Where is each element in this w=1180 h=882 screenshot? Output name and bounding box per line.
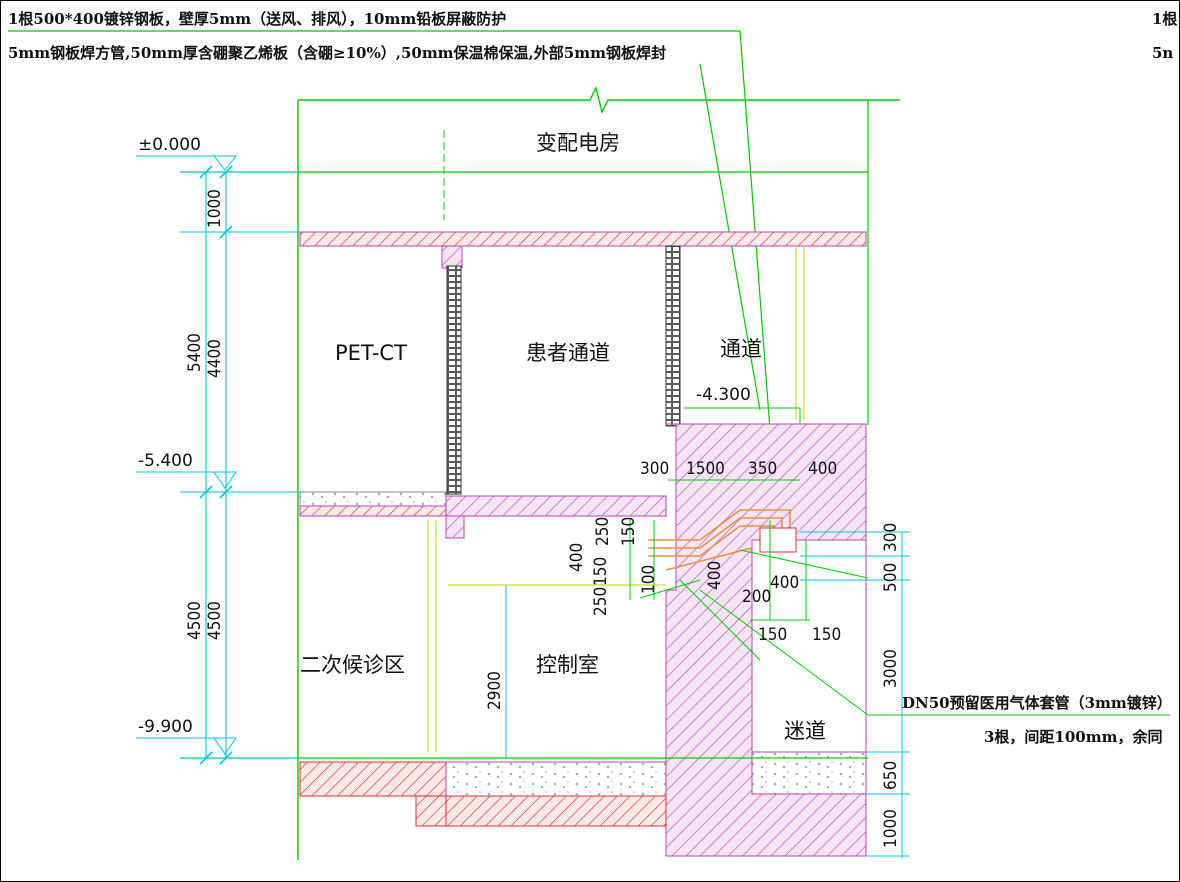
room-corridor: 通道 xyxy=(720,337,762,361)
upper-slab xyxy=(299,231,867,247)
note-dn50-line2: 3根，间距100mm，余同 xyxy=(984,728,1163,746)
level-minus-9-9: -9.900 xyxy=(138,717,193,737)
note-duct-line1: 1根500*400镀锌钢板，壁厚5mm（送风、排风），10mm铅板屏蔽防护 xyxy=(8,10,506,28)
dim-center-150c: 150 xyxy=(758,625,787,645)
bottom-slab-step xyxy=(415,795,447,827)
dim-top-1500: 1500 xyxy=(686,459,725,479)
level-markers xyxy=(136,155,238,755)
dim-right-650: 650 xyxy=(881,761,901,790)
right-dim-lines xyxy=(800,531,910,858)
maze-floor-gravel xyxy=(751,751,867,795)
bottom-slab-gravel xyxy=(445,761,667,797)
room-patient-corridor: 患者通道 xyxy=(526,341,610,365)
mid-slab-gravel xyxy=(299,491,447,507)
duct-opening xyxy=(759,527,797,553)
note-right-cut2: 5n xyxy=(1152,44,1173,62)
break-line xyxy=(298,85,900,115)
left-dim-lines xyxy=(180,171,300,759)
note-leader-diag1 xyxy=(739,30,771,431)
dim-center-400d: 400 xyxy=(705,561,725,590)
dim-right-1000: 1000 xyxy=(881,809,901,848)
room-maze: 迷道 xyxy=(784,719,826,743)
dim-right-500: 500 xyxy=(881,563,901,592)
brick-wall-right xyxy=(665,245,681,427)
dim-left-1000: 1000 xyxy=(205,189,225,228)
dim-top-350: 350 xyxy=(748,459,777,479)
note-dn50-line1: DN50预留医用气体套管（3mm镀锌） xyxy=(902,694,1172,712)
brick-wall-left xyxy=(446,265,462,495)
dim-center-150b: 150 xyxy=(591,557,611,586)
dim-left-4500a: 4500 xyxy=(185,601,205,640)
bottom-slab-red xyxy=(445,795,667,827)
dim-center-150a: 150 xyxy=(619,517,639,546)
dim-right-3000: 3000 xyxy=(881,649,901,688)
note-right-cut1: 1根 xyxy=(1152,10,1177,28)
dim-center-200: 200 xyxy=(742,587,771,607)
mid-slab-right xyxy=(445,495,667,517)
room-waiting: 二次候诊区 xyxy=(300,653,405,677)
dim-center-150d: 150 xyxy=(812,625,841,645)
bottom-slab-left xyxy=(299,761,447,797)
room-petct: PET-CT xyxy=(335,341,407,365)
dim-left-4500b: 4500 xyxy=(205,601,225,640)
level-zero: ±0.000 xyxy=(138,135,201,155)
dim-center-100: 100 xyxy=(639,565,659,594)
dim-center-2900: 2900 xyxy=(485,671,505,710)
dim-top-300: 300 xyxy=(640,459,669,479)
dim-center-250a: 250 xyxy=(593,517,613,546)
mid-beam xyxy=(445,515,465,539)
dim-center-250b: 250 xyxy=(591,587,611,616)
note-duct-line2: 5mm钢板焊方管,50mm厚含硼聚乙烯板（含硼≥10%）,50mm保温棉保温,外… xyxy=(8,44,666,62)
left-dim-ticks xyxy=(199,165,233,765)
maze-void xyxy=(751,539,867,753)
room-substation: 变配电房 xyxy=(536,131,620,155)
dim-left-5400: 5400 xyxy=(185,333,205,372)
level-minus-4-3: -4.300 xyxy=(696,385,751,405)
dim-center-400: 400 xyxy=(567,543,587,572)
dim-left-4400: 4400 xyxy=(205,339,225,378)
mid-slab-left xyxy=(299,505,447,517)
dim-right-300: 300 xyxy=(881,523,901,552)
room-control: 控制室 xyxy=(536,653,599,677)
dim-center-400e: 400 xyxy=(770,573,799,593)
level-minus-5-4: -5.400 xyxy=(138,451,193,471)
dim-top-400: 400 xyxy=(808,459,837,479)
column-stub xyxy=(441,245,463,269)
